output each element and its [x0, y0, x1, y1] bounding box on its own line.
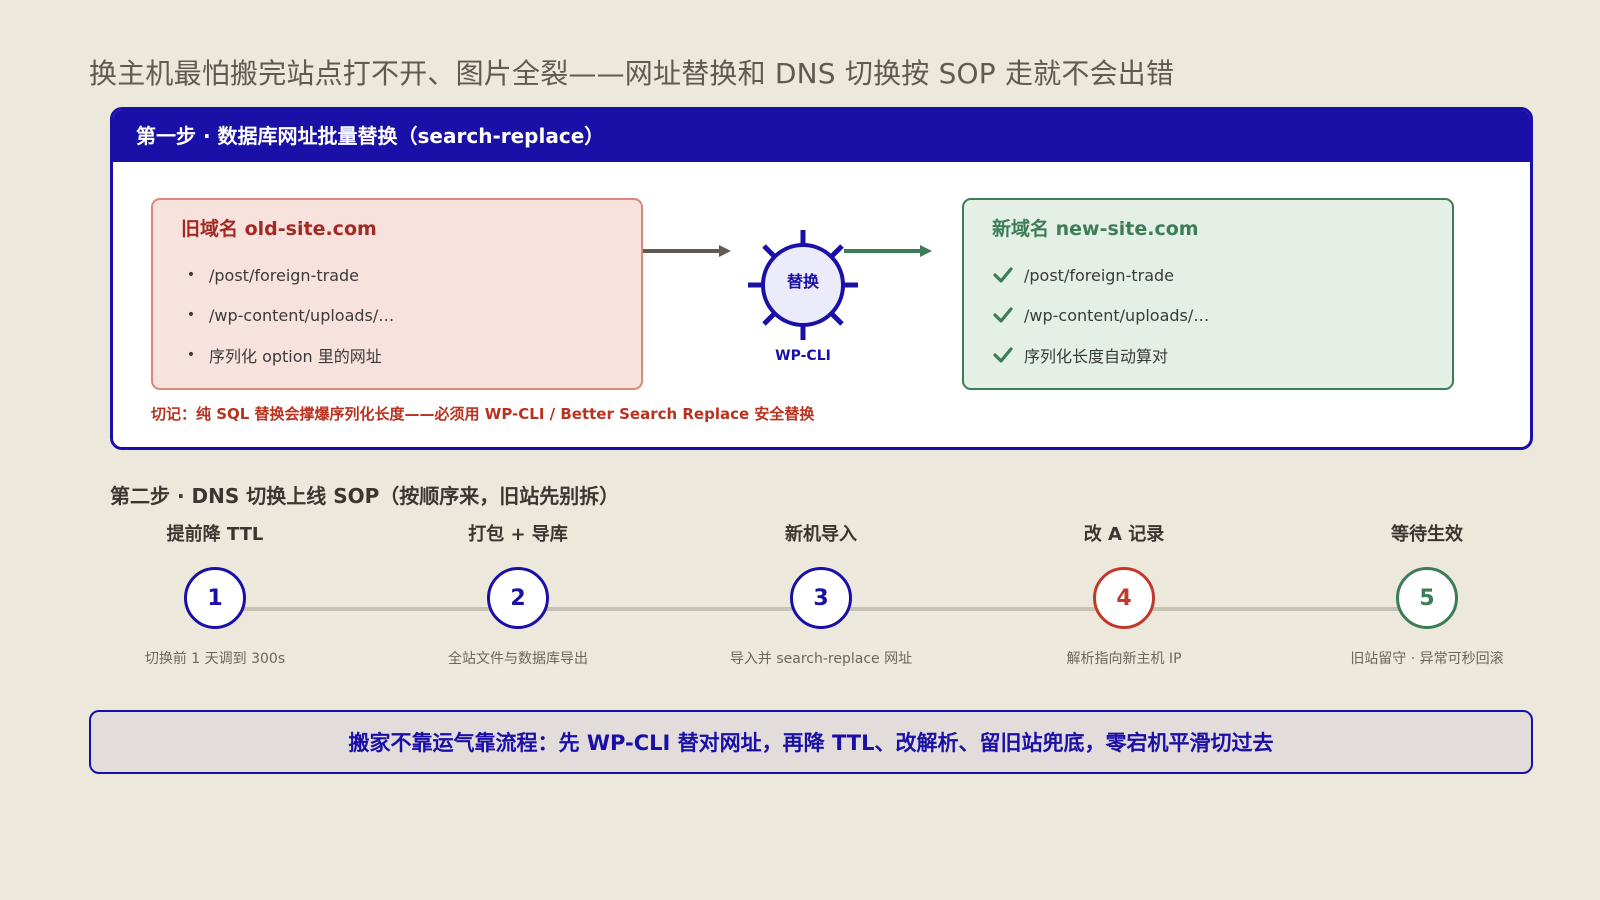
sop-step-label: 打包 + 导库: [468, 524, 568, 545]
sop-step-desc: 切换前 1 天调到 300s: [144, 651, 286, 667]
old-domain-item-text: 序列化 option 里的网址: [209, 347, 382, 366]
warning-note: 切记：纯 SQL 替换会撑爆序列化长度——必须用 WP-CLI / Better…: [151, 405, 815, 423]
replace-gear: 替换 WP-CLI: [743, 230, 863, 375]
old-domain-item: • 序列化 option 里的网址: [181, 335, 613, 375]
sop-step-label: 等待生效: [1391, 524, 1463, 545]
step2-title: 第二步 · DNS 切换上线 SOP（按顺序来，旧站先别拆）: [110, 484, 620, 508]
arrow-right-icon: [643, 245, 731, 257]
old-domain-item: • /wp-content/uploads/…: [181, 295, 613, 335]
sop-step-5: 等待生效 5 旧站留守 · 异常可秒回滚: [1317, 520, 1537, 668]
summary-banner: 搬家不靠运气靠流程：先 WP-CLI 替对网址，再降 TTL、改解析、留旧站兜底…: [89, 710, 1533, 774]
bullet-icon: •: [186, 307, 196, 323]
check-icon: [993, 347, 1013, 363]
sop-step-label: 改 A 记录: [1083, 524, 1165, 545]
bullet-icon: •: [186, 267, 196, 283]
old-domain-item-text: /wp-content/uploads/…: [209, 305, 395, 325]
sop-step-label: 新机导入: [785, 524, 857, 545]
step1-header: 第一步 · 数据库网址批量替换（search-replace）: [113, 110, 1530, 162]
old-domain-box: 旧域名 old-site.com • /post/foreign-trade •…: [151, 198, 643, 390]
dns-sop-timeline: 提前降 TTL 1 切换前 1 天调到 300s 打包 + 导库 2 全站文件与…: [110, 520, 1540, 680]
new-domain-box: 新域名 new-site.com /post/foreign-trade /wp…: [962, 198, 1454, 390]
old-domain-item-text: /post/foreign-trade: [209, 265, 359, 285]
check-icon: [993, 267, 1013, 283]
sop-step-desc: 旧站留守 · 异常可秒回滚: [1350, 651, 1504, 667]
gear-icon: [748, 230, 858, 340]
sop-step-desc: 导入并 search-replace 网址: [729, 651, 913, 667]
sop-step-label: 提前降 TTL: [166, 524, 264, 545]
page-title: 换主机最怕搬完站点打不开、图片全裂——网址替换和 DNS 切换按 SOP 走就不…: [89, 57, 1175, 90]
new-domain-item: /post/foreign-trade: [992, 255, 1424, 295]
check-icon: [993, 307, 1013, 323]
sop-step-desc: 全站文件与数据库导出: [448, 651, 588, 667]
old-domain-title: 旧域名 old-site.com: [181, 218, 377, 240]
gear-caption: WP-CLI: [775, 348, 831, 364]
step1-panel: 第一步 · 数据库网址批量替换（search-replace） 旧域名 old-…: [110, 107, 1533, 450]
sop-step-number: 3: [790, 567, 852, 629]
sop-step-number: 4: [1093, 567, 1155, 629]
new-domain-title: 新域名 new-site.com: [992, 218, 1199, 240]
new-domain-item: 序列化长度自动算对: [992, 335, 1424, 375]
sop-step-1: 提前降 TTL 1 切换前 1 天调到 300s: [105, 520, 325, 668]
new-domain-item: /wp-content/uploads/…: [992, 295, 1424, 335]
new-domain-item-text: /post/foreign-trade: [1024, 265, 1174, 285]
sop-step-number: 5: [1396, 567, 1458, 629]
new-domain-item-text: /wp-content/uploads/…: [1024, 305, 1210, 325]
bullet-icon: •: [186, 347, 196, 363]
arrow-right-icon: [844, 245, 932, 257]
sop-step-3: 新机导入 3 导入并 search-replace 网址: [711, 520, 931, 668]
old-domain-item: • /post/foreign-trade: [181, 255, 613, 295]
sop-step-2: 打包 + 导库 2 全站文件与数据库导出: [408, 520, 628, 668]
sop-step-4: 改 A 记录 4 解析指向新主机 IP: [1014, 520, 1234, 668]
gear-label: 替换: [786, 272, 819, 291]
sop-step-number: 1: [184, 567, 246, 629]
sop-step-desc: 解析指向新主机 IP: [1066, 651, 1182, 667]
sop-step-number: 2: [487, 567, 549, 629]
new-domain-item-text: 序列化长度自动算对: [1024, 347, 1169, 366]
